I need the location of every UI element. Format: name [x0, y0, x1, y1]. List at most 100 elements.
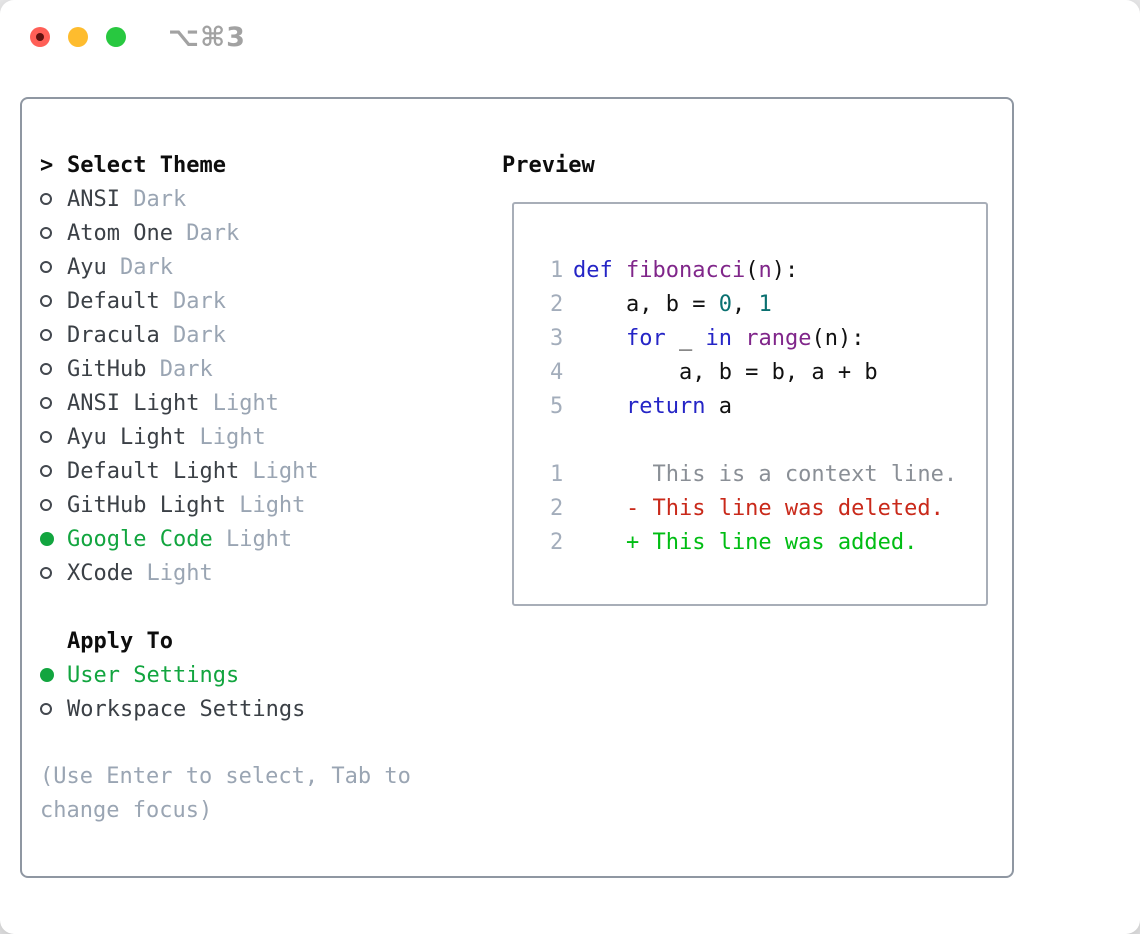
- preview-label: Preview: [502, 152, 595, 178]
- theme-option-xcode[interactable]: XCode Light: [40, 556, 490, 590]
- theme-name: Dracula: [67, 322, 160, 348]
- radio-icon: [40, 567, 67, 579]
- theme-option-default[interactable]: Default Dark: [40, 284, 490, 318]
- theme-option-atom-one[interactable]: Atom One Dark: [40, 216, 490, 250]
- code-token: ,: [731, 291, 759, 317]
- code-token: a, b =: [573, 291, 719, 317]
- close-button[interactable]: [30, 27, 50, 47]
- code-token: def: [573, 257, 613, 283]
- theme-option-ansi[interactable]: ANSI Dark: [40, 182, 490, 216]
- minimize-button[interactable]: [68, 27, 88, 47]
- code-token: return: [625, 393, 706, 419]
- theme-name: Ayu: [67, 254, 107, 280]
- radio-icon: [40, 329, 67, 341]
- radio-icon: [40, 397, 52, 409]
- apply-to-label: Apply To: [67, 628, 173, 654]
- code-line: 5 return a: [550, 389, 986, 423]
- radio-icon: [40, 567, 52, 579]
- theme-variant: Dark: [172, 220, 240, 246]
- code-token: a: [705, 393, 732, 419]
- zoom-button[interactable]: [106, 27, 126, 47]
- theme-option-github[interactable]: GitHub Dark: [40, 352, 490, 386]
- apply-option-user-settings[interactable]: User Settings: [40, 658, 490, 692]
- spacer: [40, 726, 490, 760]
- theme-variant: Dark: [119, 186, 187, 212]
- code-token: fibonacci: [626, 257, 746, 283]
- select-theme-header: > Select Theme: [40, 148, 490, 182]
- code-token: _: [665, 325, 706, 351]
- code-token: ):: [771, 257, 799, 283]
- radio-icon: [40, 295, 52, 307]
- theme-name: GitHub: [67, 356, 147, 382]
- apply-option-workspace-settings[interactable]: Workspace Settings: [40, 692, 490, 726]
- radio-selected-icon: [40, 668, 67, 682]
- radio-icon: [40, 227, 67, 239]
- theme-option-default-light[interactable]: Default Light Light: [40, 454, 490, 488]
- theme-name: Default: [67, 288, 160, 314]
- line-number: 2: [550, 291, 564, 317]
- code-token: range: [745, 325, 812, 351]
- code-token: (: [745, 257, 759, 283]
- radio-icon: [40, 261, 67, 273]
- window-title: ⌥⌘3: [168, 22, 246, 53]
- code-token: for: [625, 325, 666, 351]
- theme-name: Atom One: [67, 220, 173, 246]
- theme-variant: Dark: [159, 288, 226, 314]
- theme-variant: Light: [133, 560, 213, 586]
- code-token: a, b = b, a + b: [573, 359, 878, 385]
- line-number: 1: [550, 461, 564, 487]
- code-token: [732, 326, 745, 351]
- line-number: 4: [550, 359, 564, 385]
- theme-name: Ayu Light: [67, 424, 187, 450]
- theme-variant: Light: [186, 424, 266, 450]
- code-line: 2 + This line was added.: [550, 525, 986, 559]
- radio-selected-icon: [40, 532, 54, 546]
- line-number: 2: [550, 529, 564, 555]
- theme-option-ayu[interactable]: Ayu Dark: [40, 250, 490, 284]
- radio-selected-icon: [40, 668, 54, 682]
- radio-icon: [40, 465, 52, 477]
- line-number: 3: [550, 325, 564, 351]
- theme-variant: Light: [239, 458, 319, 484]
- theme-option-dracula[interactable]: Dracula Dark: [40, 318, 490, 352]
- help-text: (Use Enter to select, Tab to change focu…: [40, 764, 411, 823]
- radio-icon: [40, 363, 52, 375]
- code-token: n: [758, 257, 772, 283]
- theme-name: XCode: [67, 560, 134, 586]
- radio-icon: [40, 431, 67, 443]
- line-number: 5: [550, 393, 564, 419]
- spacer: [40, 590, 490, 624]
- code-token: (n):: [811, 325, 865, 351]
- radio-icon: [40, 193, 52, 205]
- theme-option-google-code[interactable]: Google Code Light: [40, 522, 490, 556]
- radio-icon: [40, 193, 67, 205]
- titlebar: ⌥⌘3: [0, 0, 1140, 76]
- theme-variant: Dark: [159, 322, 226, 348]
- theme-variant: Light: [212, 526, 293, 552]
- code-token: 0: [718, 291, 732, 317]
- code-token: - This line was deleted.: [573, 495, 944, 521]
- theme-name: ANSI Light: [67, 390, 200, 416]
- code-token: [573, 326, 626, 351]
- select-theme-label: Select Theme: [67, 152, 226, 178]
- code-line: 4 a, b = b, a + b: [550, 355, 986, 389]
- theme-option-ansi-light[interactable]: ANSI Light Light: [40, 386, 490, 420]
- code-token: + This line was added.: [573, 529, 918, 555]
- radio-icon: [40, 397, 67, 409]
- theme-option-ayu-light[interactable]: Ayu Light Light: [40, 420, 490, 454]
- theme-name: GitHub Light: [67, 492, 226, 518]
- theme-variant: Light: [199, 390, 279, 416]
- theme-option-github-light[interactable]: GitHub Light Light: [40, 488, 490, 522]
- theme-name: Default Light: [67, 458, 240, 484]
- theme-name: Google Code: [67, 526, 213, 552]
- radio-icon: [40, 227, 52, 239]
- blank-line: [550, 423, 986, 457]
- apply-option-name: Workspace Settings: [67, 696, 306, 722]
